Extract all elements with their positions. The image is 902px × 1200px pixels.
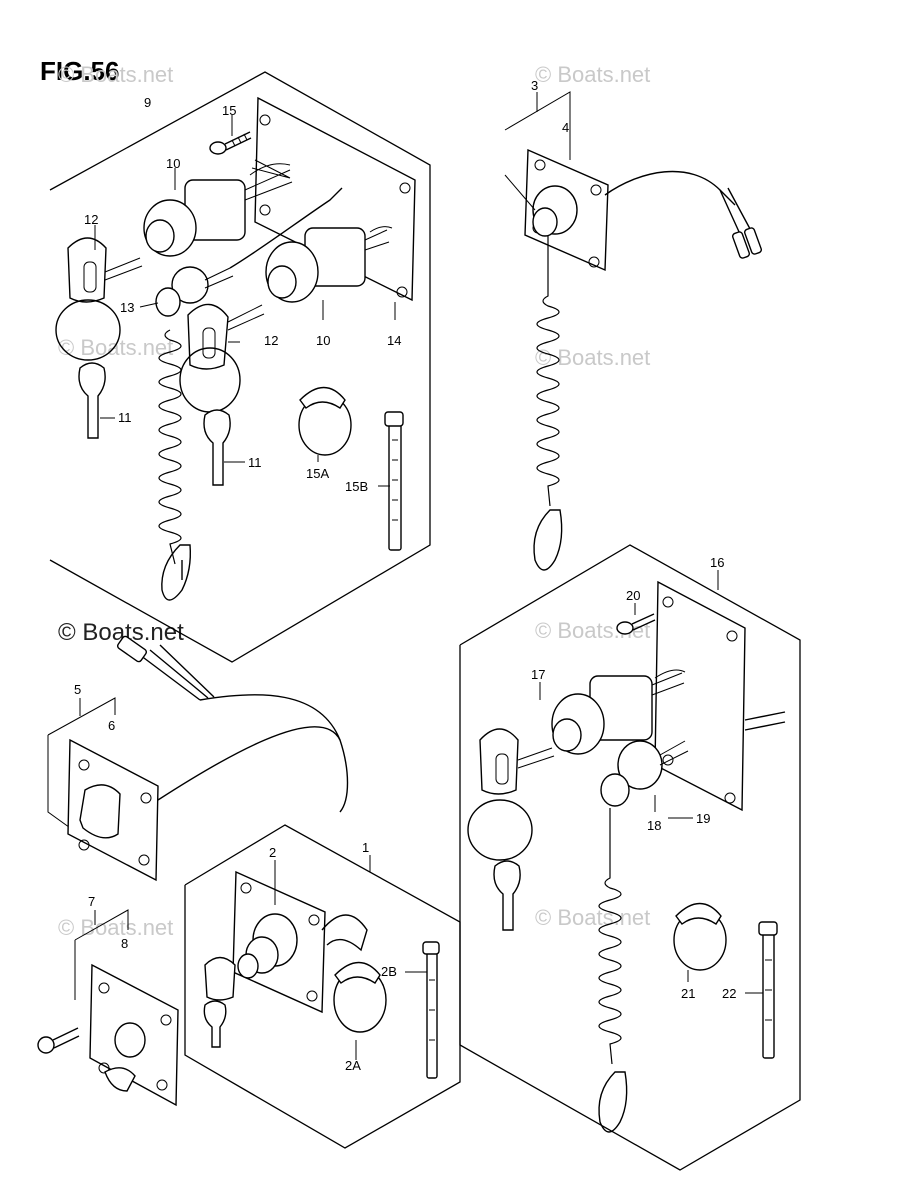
- callout-7: 7: [88, 894, 95, 909]
- switch-panel-19: [654, 580, 746, 812]
- callout-13: 13: [120, 300, 134, 315]
- callout-21: 21: [681, 986, 695, 1001]
- callout-9: 9: [144, 95, 151, 110]
- cable: [157, 726, 349, 813]
- ignition-switch-icon: [551, 669, 686, 755]
- callout-10-lower: 10: [316, 333, 330, 348]
- callout-2A: 2A: [345, 1058, 361, 1073]
- watermark-mid-left: © Boats.net: [58, 335, 173, 360]
- watermark-bottom-right: © Boats.net: [535, 905, 650, 930]
- figure-title: FIG.56: [40, 56, 120, 86]
- rubber-cap-icon: [673, 902, 727, 971]
- ignition-switch-icon: [237, 913, 298, 979]
- callout-1: 1: [362, 840, 369, 855]
- callout-16: 16: [710, 555, 724, 570]
- switch-panel-14: [254, 96, 416, 302]
- group-3-assembly: [504, 91, 762, 571]
- watermark-bottom-left: © Boats.net: [58, 915, 173, 940]
- switch-cover-icon: [79, 784, 121, 839]
- callout-8: 8: [121, 936, 128, 951]
- stop-switch-icon: [600, 740, 689, 807]
- cable: [604, 170, 736, 206]
- cable-tie-icon: [384, 411, 404, 551]
- callout-11-left: 11: [118, 410, 132, 425]
- callout-12-right: 12: [264, 333, 278, 348]
- lanyard-cord-icon: [536, 236, 560, 507]
- key-icon: [179, 303, 265, 486]
- callout-10-upper: 10: [166, 156, 180, 171]
- screw-icon: [616, 613, 656, 635]
- lanyard-cord-icon: [598, 808, 622, 1065]
- watermark-top-right: © Boats.net: [535, 62, 650, 87]
- callout-5: 5: [74, 682, 81, 697]
- callout-2: 2: [269, 845, 276, 860]
- callout-2B: 2B: [381, 964, 397, 979]
- stop-switch-icon: [155, 266, 234, 317]
- callout-18: 18: [647, 818, 661, 833]
- screw-icon: [209, 131, 252, 155]
- callout-19: 19: [696, 811, 710, 826]
- lanyard-cord-icon: [158, 329, 182, 565]
- callout-15A: 15A: [306, 466, 329, 481]
- callout-11-right: 11: [248, 455, 262, 470]
- callout-15: 15: [222, 103, 236, 118]
- screw-icon: [37, 1027, 80, 1054]
- key-icon: [467, 728, 555, 931]
- callout-20: 20: [626, 588, 640, 603]
- callout-4: 4: [562, 120, 569, 135]
- callout-3: 3: [531, 78, 538, 93]
- group-1-assembly: [184, 824, 461, 1149]
- rubber-cap-icon: [333, 961, 387, 1033]
- callout-6: 6: [108, 718, 115, 733]
- watermark-top-left: © Boats.net: [58, 62, 173, 87]
- watermark-mid-right: © Boats.net: [535, 345, 650, 370]
- group-7-assembly: [37, 909, 179, 1107]
- group-5-assembly: [47, 635, 349, 882]
- cable-tie-icon: [758, 921, 778, 1059]
- callout-15B: 15B: [345, 479, 368, 494]
- cable: [229, 187, 343, 269]
- cable-tie-icon: [422, 941, 440, 1079]
- callout-17: 17: [531, 667, 545, 682]
- rubber-cap-icon: [298, 386, 352, 456]
- cable: [321, 914, 368, 952]
- ignition-switch-icon: [265, 226, 393, 303]
- key-icon: [55, 237, 143, 439]
- key-icon: [203, 956, 236, 1048]
- callout-22: 22: [722, 986, 736, 1001]
- callout-12-left: 12: [84, 212, 98, 227]
- cable: [744, 711, 786, 731]
- group-16-assembly: [459, 544, 801, 1171]
- group-9-assembly: [49, 71, 431, 663]
- callout-14: 14: [387, 333, 401, 348]
- ignition-switch-icon: [143, 159, 293, 257]
